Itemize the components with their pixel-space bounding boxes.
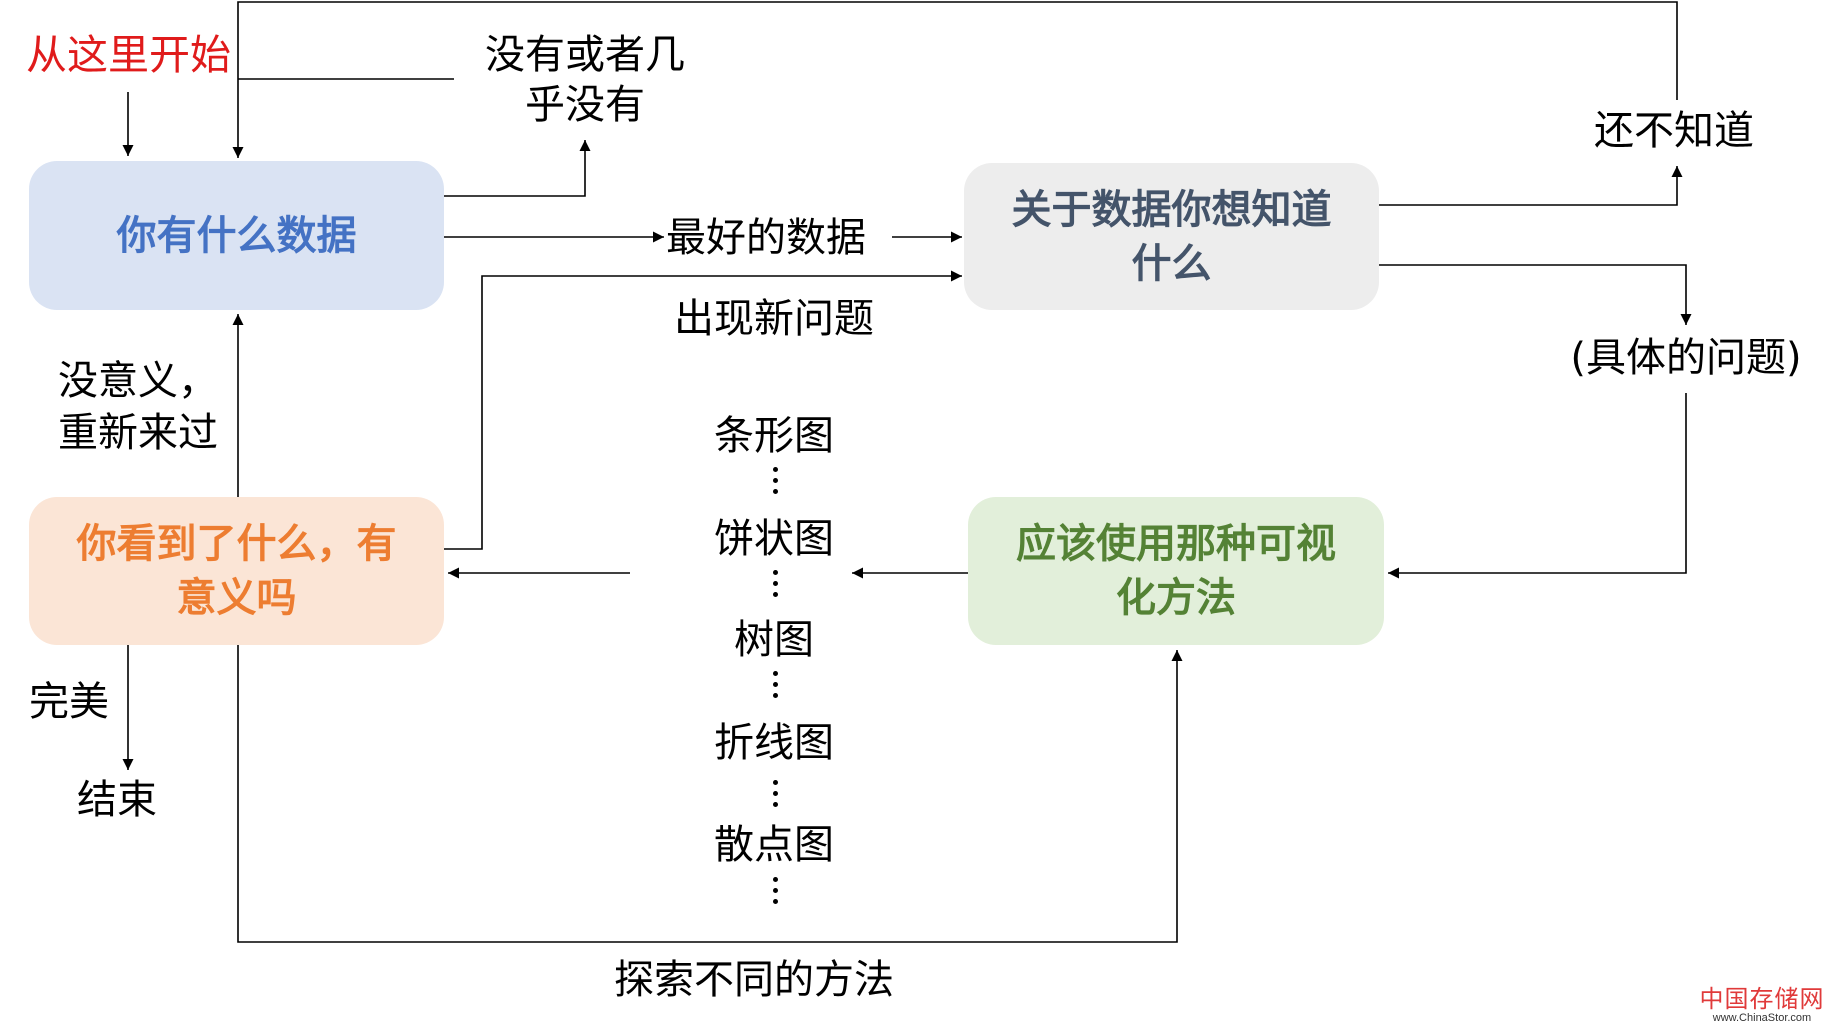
watermark-name: 中国存储网	[1699, 985, 1825, 1013]
label-new-question: 出现新问题	[674, 296, 874, 342]
node-data[interactable]: 你有什么数据	[29, 161, 444, 310]
ellipsis-dots	[772, 467, 778, 500]
node-question-label-line1: 关于数据你想知道	[1011, 186, 1332, 233]
chart-type-scatter: 散点图	[714, 822, 834, 868]
label-end: 结束	[77, 777, 157, 823]
edge-specific-to-method	[1388, 393, 1687, 579]
node-method-label-line2: 化方法	[1116, 575, 1236, 621]
label-explore: 探索不同的方法	[614, 957, 894, 1003]
node-data-label: 你有什么数据	[116, 212, 357, 259]
edge-explore-to-method	[237, 645, 1183, 943]
watermark: 中国存储网 www.ChinaStor.com	[1696, 986, 1828, 1025]
chart-type-bar: 条形图	[714, 413, 834, 459]
label-best-data: 最好的数据	[666, 215, 866, 261]
label-dont-know: 还不知道	[1594, 108, 1754, 154]
node-question-label-line2: 什么	[1131, 240, 1212, 287]
edge-question-to-specific	[1379, 264, 1692, 325]
label-specific-question: (具体的问题)	[1570, 335, 1802, 381]
label-meaningless-line2: 重新来过	[58, 410, 218, 456]
ellipsis-dots	[772, 570, 778, 603]
label-meaningless-line1: 没意义，	[58, 358, 218, 404]
edge-question-to-dontknow	[1379, 166, 1683, 206]
watermark-url: www.ChinaStor.com	[1712, 1012, 1812, 1024]
ellipsis-dots	[772, 780, 778, 813]
chart-type-tree: 树图	[734, 617, 814, 663]
node-review[interactable]: 你看到了什么，有 意义吗	[29, 497, 444, 645]
label-perfect: 完美	[29, 679, 109, 725]
node-review-label-line1: 你看到了什么，有	[76, 521, 397, 567]
ellipsis-dots	[772, 877, 778, 910]
node-method-label-line1: 应该使用那种可视	[1016, 521, 1336, 567]
edge-dontknow-loop	[232, 1, 1678, 158]
ellipsis-dots	[772, 671, 778, 704]
chart-type-pie: 饼状图	[714, 516, 834, 562]
edge-review-to-question	[444, 270, 962, 550]
node-method[interactable]: 应该使用那种可视 化方法	[968, 497, 1384, 645]
label-none-line2: 乎没有	[525, 82, 645, 128]
start-label: 从这里开始	[26, 31, 231, 79]
label-none-line1: 没有或者几	[485, 32, 685, 78]
edge-data-to-none	[444, 140, 591, 197]
node-review-label-line2: 意义吗	[176, 575, 297, 621]
node-question[interactable]: 关于数据你想知道 什么	[964, 163, 1379, 310]
chart-type-line: 折线图	[714, 720, 834, 766]
